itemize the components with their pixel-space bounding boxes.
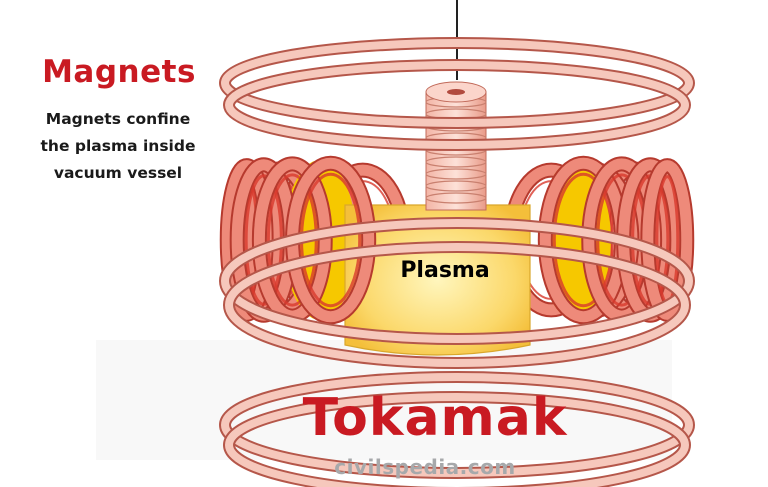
magnets-description-line: the plasma inside	[14, 133, 222, 160]
plasma-label: Plasma	[370, 258, 520, 283]
magnets-description-line: vacuum vessel	[14, 160, 222, 187]
magnets-heading: Magnets	[24, 54, 214, 90]
site-watermark: civilspedia.com	[300, 455, 550, 479]
magnets-description: Magnets confine the plasma inside vacuum…	[14, 106, 222, 187]
diagram-title: Tokamak	[255, 388, 615, 448]
magnets-description-line: Magnets confine	[14, 106, 222, 133]
